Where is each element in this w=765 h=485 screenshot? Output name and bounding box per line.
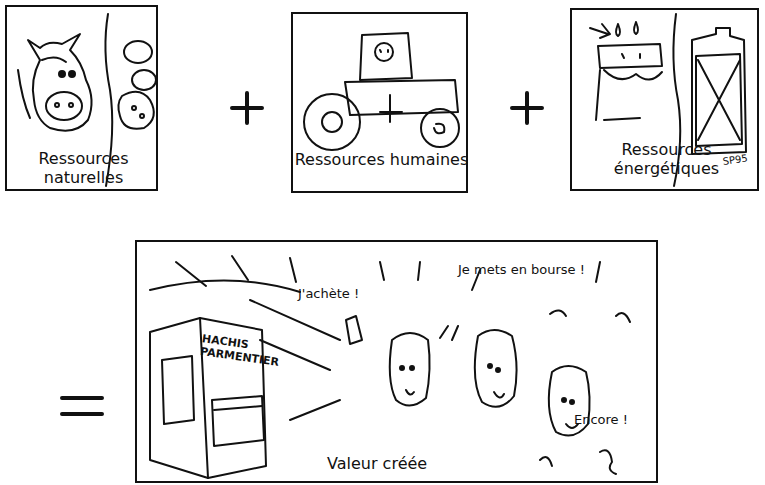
resource-box: Ressources naturelles — [5, 5, 158, 191]
package-text: HACHIS PARMENTIER — [199, 332, 262, 366]
speech-text: Encore ! — [574, 412, 628, 427]
speech-text: Je mets en bourse ! — [458, 262, 585, 277]
box-caption: Ressources naturelles — [7, 149, 160, 187]
resource-box: Ressources humaines — [291, 12, 468, 193]
box-caption: Valeur créée — [327, 454, 487, 473]
can-label: SP95 — [722, 153, 748, 167]
box-caption: Ressources humaines — [293, 150, 470, 169]
speech-text: J'achète ! — [298, 286, 359, 301]
